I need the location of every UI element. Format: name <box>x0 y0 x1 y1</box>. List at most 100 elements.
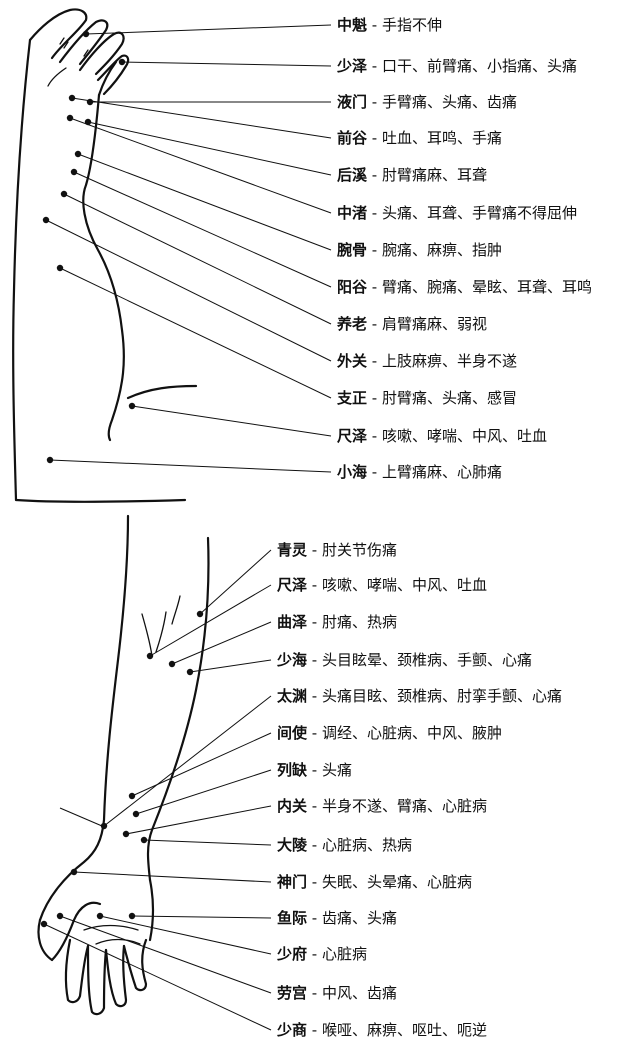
point-description: 上肢麻痹、半身不遂 <box>381 352 517 370</box>
upper-point-dot <box>60 190 68 198</box>
separator: - <box>367 93 382 111</box>
point-name: 养老 <box>337 315 368 333</box>
upper-point-dot <box>66 114 74 122</box>
lower-leader-line <box>149 584 272 657</box>
lower-leader-line <box>59 915 272 994</box>
upper-point-dot <box>74 150 82 158</box>
point-name: 曲泽 <box>277 613 308 631</box>
upper-leader-line <box>45 219 332 362</box>
lower-point-dot <box>40 920 48 928</box>
point-name: 外关 <box>337 352 368 370</box>
separator: - <box>367 315 382 333</box>
point-description: 心脏病、热病 <box>321 836 412 854</box>
point-name: 中渚 <box>337 204 368 222</box>
lower-leader-lines <box>40 549 272 1031</box>
lower-point-dot <box>196 610 204 618</box>
point-description: 腕痛、麻痹、指肿 <box>381 241 502 259</box>
separator: - <box>307 797 322 815</box>
separator: - <box>367 463 382 481</box>
point-name: 小海 <box>337 463 368 481</box>
point-name: 列缺 <box>277 761 308 779</box>
lower-label: 神门 - 失眠、头晕痛、心脏病 <box>277 873 472 891</box>
upper-label: 养老 - 肩臂痛麻、弱视 <box>337 315 487 333</box>
separator: - <box>367 57 382 75</box>
point-name: 尺泽 <box>277 576 308 594</box>
upper-label: 外关 - 上肢麻痹、半身不遂 <box>337 352 517 370</box>
upper-leader-line <box>49 459 332 473</box>
point-description: 中风、齿痛 <box>321 984 397 1002</box>
lower-label: 间使 - 调经、心脏病、中风、腋肿 <box>277 724 502 742</box>
point-name: 液门 <box>337 93 368 111</box>
lower-leader-line <box>99 915 272 955</box>
upper-point-dot <box>82 30 90 38</box>
upper-label: 尺泽 - 咳嗽、哮喘、中风、吐血 <box>337 427 547 445</box>
point-description: 手臂痛、头痛、齿痛 <box>381 93 517 111</box>
upper-label: 后溪 - 肘臂痛麻、耳聋 <box>337 166 487 184</box>
upper-leader-line <box>77 153 332 251</box>
point-description: 失眠、头晕痛、心脏病 <box>321 873 472 891</box>
separator: - <box>367 278 382 296</box>
point-description: 肘臂痛麻、耳聋 <box>381 166 487 184</box>
point-description: 咳嗽、哮喘、中风、吐血 <box>381 427 547 445</box>
point-name: 鱼际 <box>277 909 308 927</box>
lower-label: 曲泽 - 肘痛、热病 <box>277 613 397 631</box>
lower-leader-line <box>199 549 272 615</box>
lower-point-dot <box>186 668 194 676</box>
lower-leader-line <box>131 915 272 919</box>
separator: - <box>307 909 322 927</box>
point-description: 齿痛、头痛 <box>321 909 397 927</box>
point-name: 大陵 <box>277 836 308 854</box>
separator: - <box>367 16 382 34</box>
point-name: 少泽 <box>337 57 368 75</box>
point-name: 内关 <box>277 797 308 815</box>
lower-leader-line <box>103 695 272 827</box>
point-description: 肩臂痛麻、弱视 <box>381 315 487 333</box>
lower-leader-line <box>125 805 272 835</box>
point-name: 前谷 <box>337 129 368 147</box>
upper-label: 中魁 - 手指不伸 <box>337 16 442 34</box>
lower-point-dot <box>100 822 108 830</box>
upper-point-dot <box>86 98 94 106</box>
point-description: 头目眩晕、颈椎病、手颤、心痛 <box>321 651 532 669</box>
lower-leader-line <box>171 621 272 665</box>
upper-label: 支正 - 肘臂痛、头痛、感冒 <box>337 389 517 407</box>
separator: - <box>367 204 382 222</box>
upper-leader-line <box>73 171 332 288</box>
upper-label: 中渚 - 头痛、耳聋、手臂痛不得屈伸 <box>337 204 577 222</box>
upper-point-dot <box>70 168 78 176</box>
point-description: 调经、心脏病、中风、腋肿 <box>321 724 502 742</box>
separator: - <box>307 687 322 705</box>
lower-leader-line <box>135 769 272 815</box>
separator: - <box>367 166 382 184</box>
upper-label: 少泽 - 口干、前臂痛、小指痛、头痛 <box>337 57 577 75</box>
upper-leader-line <box>131 405 332 437</box>
point-description: 肘关节伤痛 <box>321 541 397 559</box>
point-description: 半身不遂、臂痛、心脏病 <box>321 797 487 815</box>
point-description: 咳嗽、哮喘、中风、吐血 <box>321 576 487 594</box>
lower-label: 尺泽 - 咳嗽、哮喘、中风、吐血 <box>277 576 487 594</box>
lower-label: 少府 - 心脏病 <box>277 945 367 963</box>
separator: - <box>307 984 322 1002</box>
point-name: 阳谷 <box>337 278 368 296</box>
upper-leader-line <box>71 97 332 139</box>
lower-label: 少商 - 喉哑、麻痹、呕吐、呃逆 <box>277 1021 487 1039</box>
lower-point-dot <box>132 810 140 818</box>
point-description: 头痛目眩、颈椎病、肘挛手颤、心痛 <box>321 687 562 705</box>
upper-point-dot <box>56 264 64 272</box>
upper-label: 液门 - 手臂痛、头痛、齿痛 <box>337 93 517 111</box>
point-name: 尺泽 <box>337 427 368 445</box>
upper-leader-line <box>87 121 332 176</box>
lower-point-dot <box>70 868 78 876</box>
point-name: 青灵 <box>277 541 308 559</box>
lower-label: 鱼际 - 齿痛、头痛 <box>277 909 397 927</box>
upper-point-dot <box>128 402 136 410</box>
lower-point-dot <box>140 836 148 844</box>
upper-leader-line <box>63 193 332 325</box>
lower-leader-line <box>143 839 272 846</box>
lower-label: 内关 - 半身不遂、臂痛、心脏病 <box>277 797 487 815</box>
separator: - <box>307 1021 322 1039</box>
lower-point-dot <box>122 830 130 838</box>
lower-label: 列缺 - 头痛 <box>277 761 352 779</box>
lower-label: 青灵 - 肘关节伤痛 <box>277 541 397 559</box>
upper-leader-line <box>69 117 332 214</box>
